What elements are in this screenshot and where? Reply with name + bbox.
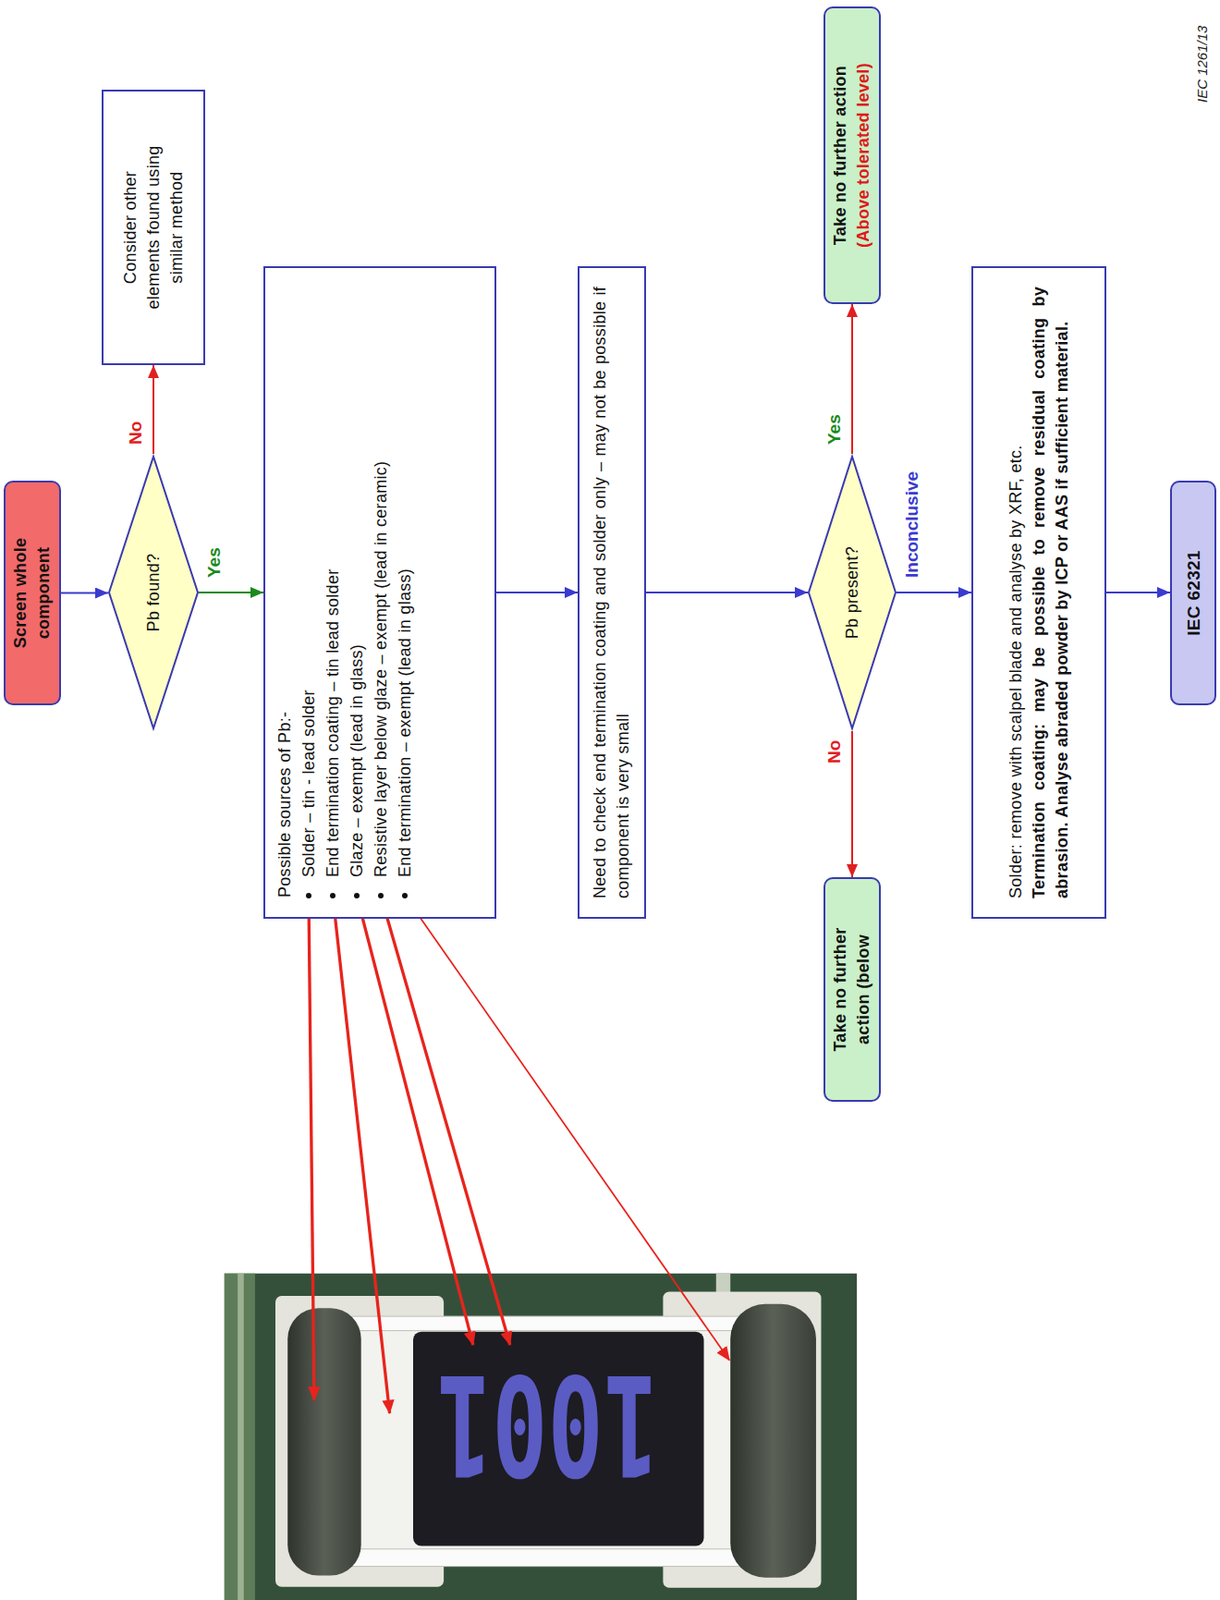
figure-reference: IEC 1261/13 bbox=[1194, 25, 1211, 103]
bullet-dot bbox=[305, 892, 312, 899]
node-text: IEC 62321 bbox=[1182, 549, 1206, 636]
node-text: Pb present? bbox=[841, 546, 865, 639]
flow-connector bbox=[152, 365, 155, 454]
node-text: Termination coating: may be possible to … bbox=[1027, 286, 1074, 899]
process-box: Consider other elements found using simi… bbox=[101, 89, 206, 366]
decision-diamond: Pb present? bbox=[807, 453, 897, 732]
sources-box: Possible sources of Pb:-Solder – tin - l… bbox=[263, 266, 497, 919]
edge-label: Yes bbox=[824, 412, 845, 447]
bullet-dot bbox=[402, 892, 408, 899]
bullet-dot bbox=[378, 892, 384, 899]
solder-pads bbox=[275, 1292, 821, 1588]
start-terminal: Screen whole component bbox=[3, 480, 61, 706]
pcb-background bbox=[224, 1273, 857, 1600]
bullet-text: Solder – tin - lead solder bbox=[296, 689, 321, 878]
flow-connector bbox=[896, 591, 972, 594]
leader-line bbox=[404, 895, 730, 1361]
leader-line bbox=[380, 895, 511, 1345]
edge-label: No bbox=[824, 738, 845, 766]
bullet-text: Resistive layer below glaze – exempt (le… bbox=[368, 461, 393, 878]
bullet-item: End termination coating – tin lead solde… bbox=[320, 268, 345, 917]
node-text: Need to check end termination coating an… bbox=[588, 286, 635, 899]
leader-line bbox=[308, 895, 315, 1401]
process-box: Need to check end termination coating an… bbox=[577, 266, 647, 919]
flow-connector bbox=[1106, 591, 1171, 594]
end-terminal: Take no further action(Above tolerated l… bbox=[823, 6, 881, 305]
leader-line bbox=[356, 895, 474, 1345]
bullet-text: Glaze – exempt (lead in glass) bbox=[344, 644, 369, 878]
end-terminal: IEC 62321 bbox=[1170, 480, 1217, 706]
node-text: Take no further action (below bbox=[829, 906, 876, 1073]
leader-lines bbox=[308, 895, 730, 1414]
edge-label: Yes bbox=[204, 545, 225, 580]
node-text: (Above tolerated level) bbox=[852, 62, 876, 248]
bullet-dot bbox=[353, 892, 360, 899]
resistor-body bbox=[352, 1316, 740, 1566]
diamond-shape bbox=[109, 456, 198, 729]
flow-connector bbox=[496, 591, 578, 594]
node-text: Pb found? bbox=[142, 553, 166, 633]
bullet-item: Solder – tin - lead solder bbox=[296, 268, 321, 917]
list-heading: Possible sources of Pb:- bbox=[272, 268, 297, 917]
node-text: Consider other elements found using simi… bbox=[119, 135, 189, 319]
bullet-text: End termination coating – tin lead solde… bbox=[320, 569, 345, 879]
node-text: Solder: remove with scalpel blade and an… bbox=[1004, 286, 1028, 899]
flow-connector bbox=[198, 591, 264, 594]
diamond-shape bbox=[808, 456, 896, 729]
node-text: Take no further action bbox=[829, 65, 853, 245]
resistor-marking: 1001 bbox=[437, 1354, 659, 1493]
bullet-item: Glaze – exempt (lead in glass) bbox=[344, 268, 369, 917]
decision-diamond: Pb found? bbox=[108, 453, 199, 732]
edge-label: No bbox=[125, 419, 147, 447]
flow-connector bbox=[851, 304, 854, 454]
bullet-dot bbox=[329, 892, 336, 899]
bullet-text: End termination – exempt (lead in glass) bbox=[392, 568, 417, 878]
node-text: Screen whole component bbox=[9, 510, 56, 676]
bullet-item: End termination – exempt (lead in glass) bbox=[392, 268, 417, 917]
end-terminal: Take no further action (below bbox=[823, 877, 881, 1102]
bullet-item: Resistive layer below glaze – exempt (le… bbox=[368, 268, 393, 917]
end-terminations bbox=[287, 1304, 817, 1578]
flow-connector bbox=[851, 731, 854, 878]
flow-connector bbox=[646, 591, 808, 594]
flow-connector bbox=[61, 592, 109, 595]
edge-label: Inconclusive bbox=[902, 469, 923, 580]
leader-line bbox=[332, 895, 391, 1414]
process-box: Solder: remove with scalpel blade and an… bbox=[971, 266, 1107, 919]
